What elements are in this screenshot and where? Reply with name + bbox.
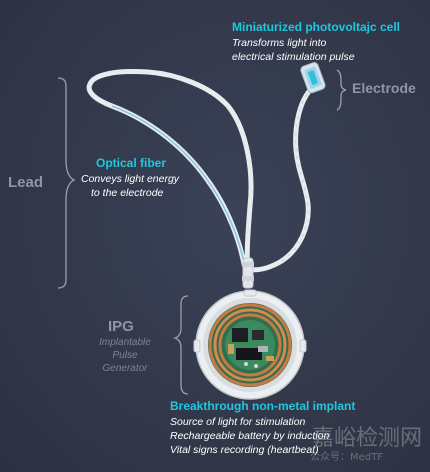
ipg-device <box>193 289 307 400</box>
electrode-tip <box>300 62 326 94</box>
optical-fiber-title: Optical fiber <box>96 156 167 170</box>
watermark-account: 公众号：MedTF <box>310 452 383 463</box>
implant-line-1: Source of light for stimulation <box>170 416 306 428</box>
lead-label: Lead <box>8 174 44 191</box>
ipg-sub-1: Implantable <box>99 337 151 348</box>
photovoltaic-cell-title: Miniaturized photovoltajc cell <box>232 20 401 34</box>
ipg-sub-2: Pulse <box>112 350 138 361</box>
optical-fiber-desc-2: to the electrode <box>91 187 164 199</box>
photovoltaic-cell-desc-1: Transforms light into <box>232 37 327 49</box>
electrode-bracket <box>336 69 347 111</box>
implant-line-3: Vital signs recording (heartbeat) <box>170 444 319 456</box>
implant-line-2: Rechargeable battery by induction <box>170 430 330 442</box>
optical-fiber-line <box>111 105 245 263</box>
ipg-sub-3: Generator <box>102 363 148 374</box>
implant-title: Breakthrough non-metal implant <box>170 399 356 413</box>
electrode-label: Electrode <box>352 80 416 96</box>
lead-bracket <box>57 77 76 289</box>
photovoltaic-cell-desc-2: electrical stimulation pulse <box>232 51 355 63</box>
optical-fiber-desc-1: Conveys light energy <box>81 173 180 185</box>
ipg-label: IPG <box>108 318 134 335</box>
watermark-site: 嘉峪检测网 <box>312 426 423 451</box>
ipg-bracket <box>172 295 189 395</box>
